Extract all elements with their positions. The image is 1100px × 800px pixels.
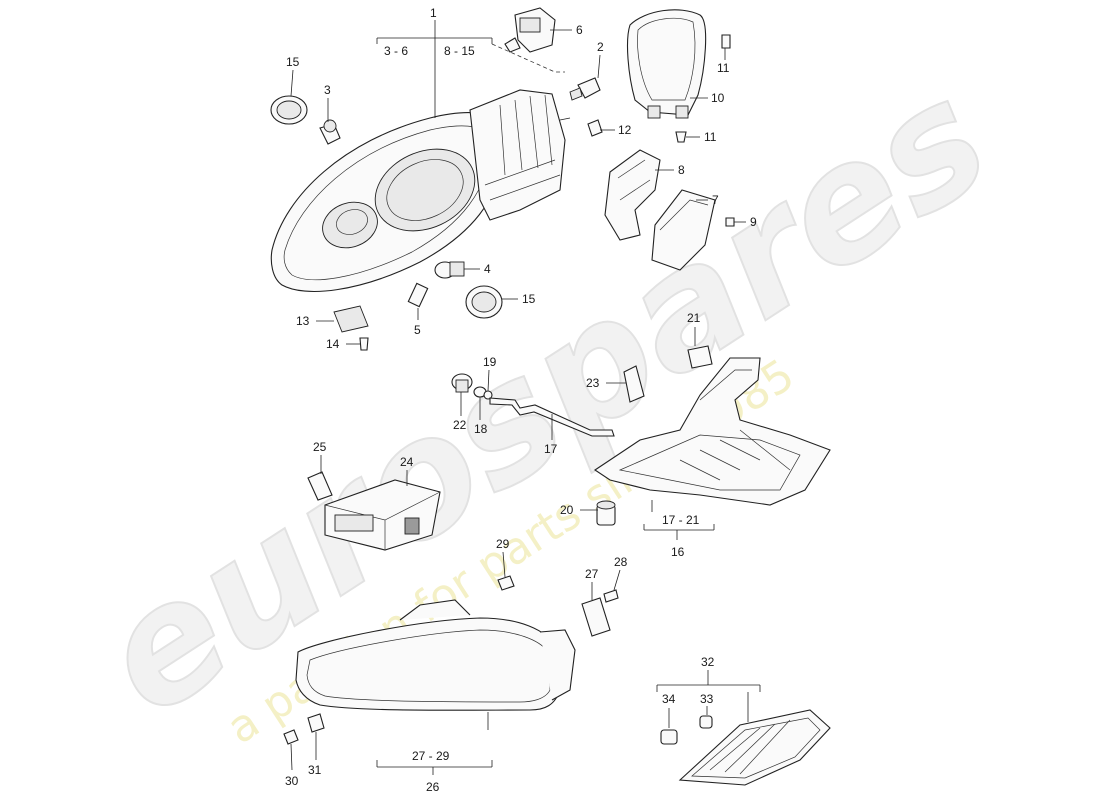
callout-21: 21 [687, 311, 701, 325]
clip-12-drawing [587, 119, 603, 137]
callout-10: 10 [711, 91, 725, 105]
screw-28-drawing [603, 589, 619, 603]
callout-26-range: 27 - 29 [412, 749, 450, 763]
bulb-socket-4-drawing [434, 261, 465, 279]
seal-15b-drawing [465, 285, 503, 319]
callout-18: 18 [474, 422, 488, 436]
cover-10-drawing [626, 9, 707, 119]
control-unit-7-drawing [651, 189, 716, 271]
bracket-8-drawing [604, 149, 661, 241]
bulb-34-drawing [660, 729, 678, 745]
callout-1-range-b: 8 - 15 [444, 44, 475, 58]
callout-25: 25 [313, 440, 327, 454]
tray-16-drawing [594, 357, 831, 506]
fog-light-26-drawing [295, 599, 576, 711]
callout-33: 33 [700, 692, 714, 706]
callout-26: 26 [426, 780, 440, 794]
screw-14-drawing [359, 337, 369, 351]
callout-32: 32 [701, 655, 715, 669]
callout-16: 16 [671, 545, 685, 559]
callout-22: 22 [453, 418, 467, 432]
callout-23: 23 [586, 376, 600, 390]
screw-11a-drawing [721, 34, 731, 49]
actuator-6-drawing [504, 7, 556, 53]
callout-12: 12 [618, 123, 632, 137]
damper-20-drawing [596, 500, 616, 526]
callout-4: 4 [484, 262, 491, 276]
callout-6: 6 [576, 23, 583, 37]
callout-20: 20 [560, 503, 574, 517]
bulb-5-drawing [407, 282, 429, 308]
grommet-22-drawing [451, 373, 473, 393]
callout-7: 7 [712, 193, 719, 207]
callout-15-top: 15 [286, 55, 300, 69]
screw-9-drawing [725, 217, 735, 227]
clip-31-drawing [307, 713, 325, 733]
callout-13: 13 [296, 314, 310, 328]
bracket-23-drawing [623, 365, 645, 403]
pad-13-drawing [333, 305, 369, 333]
callout-31: 31 [308, 763, 322, 777]
callout-28: 28 [614, 555, 628, 569]
callout-1: 1 [430, 6, 437, 20]
callout-30: 30 [285, 774, 299, 788]
seal-ring-drawing [270, 95, 308, 125]
side-marker-32-drawing [678, 709, 831, 786]
callout-2: 2 [597, 40, 604, 54]
leader-lines [290, 20, 761, 775]
callout-27: 27 [585, 567, 599, 581]
callout-9: 9 [750, 215, 757, 229]
control-module-24-drawing [324, 479, 441, 551]
callout-15-bottom: 15 [522, 292, 536, 306]
bulb-3-drawing [319, 119, 341, 145]
bulb-33-drawing [699, 715, 713, 729]
callout-labels: 1 3 - 6 8 - 15 6 2 11 10 12 11 8 7 9 15 … [285, 6, 757, 794]
bulb-2-drawing [569, 77, 601, 101]
callout-34: 34 [662, 692, 676, 706]
callout-17: 17 [544, 442, 558, 456]
screw-30-drawing [283, 729, 299, 745]
callout-1-range-a: 3 - 6 [384, 44, 408, 58]
callout-29: 29 [496, 537, 510, 551]
callout-19: 19 [483, 355, 497, 369]
callout-16-range: 17 - 21 [662, 513, 700, 527]
callout-5: 5 [414, 323, 421, 337]
bracket-25-drawing [307, 471, 333, 501]
headlight-assembly-drawing [270, 89, 571, 293]
callout-24: 24 [400, 455, 414, 469]
connector-27-drawing [581, 597, 611, 637]
callout-11-mid: 11 [704, 130, 717, 144]
callout-8: 8 [678, 163, 685, 177]
clip-21-drawing [687, 345, 713, 369]
grommet-29-drawing [497, 575, 515, 591]
screw-11b-drawing [675, 131, 687, 143]
callout-3: 3 [324, 83, 331, 97]
callout-11-top: 11 [717, 61, 730, 75]
callout-14: 14 [326, 337, 340, 351]
